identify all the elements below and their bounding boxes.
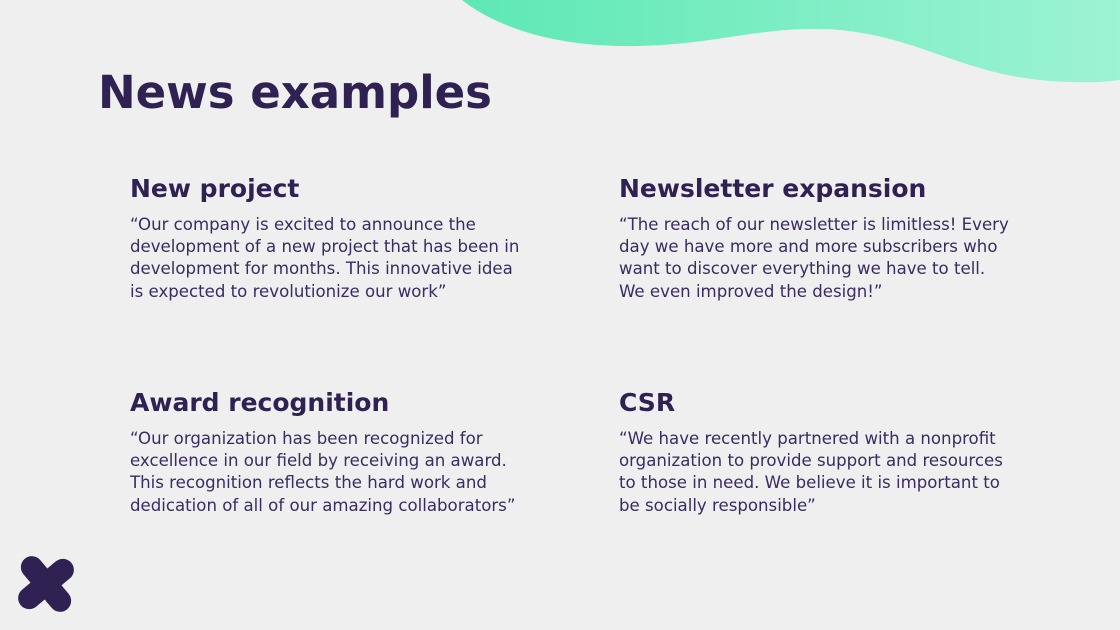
card-body: “Our company is excited to announce the … bbox=[130, 215, 520, 301]
card-heading: Newsletter expansion bbox=[619, 174, 927, 203]
card-heading: Award recognition bbox=[130, 388, 390, 417]
card-body: “The reach of our newsletter is limitles… bbox=[619, 215, 1009, 301]
news-card-new-project: New project “Our company is excited to a… bbox=[130, 172, 520, 303]
news-card-award-recognition: Award recognition “Our organization has … bbox=[130, 386, 520, 517]
card-heading: CSR bbox=[619, 388, 676, 417]
card-heading: New project bbox=[130, 174, 300, 203]
decorative-cross-blob-icon bbox=[18, 556, 74, 612]
card-body: “Our organization has been recognized fo… bbox=[130, 429, 516, 515]
news-card-newsletter-expansion: Newsletter expansion “The reach of our n… bbox=[619, 172, 1009, 303]
news-card-csr: CSR “We have recently partnered with a n… bbox=[619, 386, 1009, 517]
decorative-wave-shape bbox=[462, 0, 1120, 83]
page-title: News examples bbox=[98, 66, 492, 119]
card-body: “We have recently partnered with a nonpr… bbox=[619, 429, 1003, 515]
